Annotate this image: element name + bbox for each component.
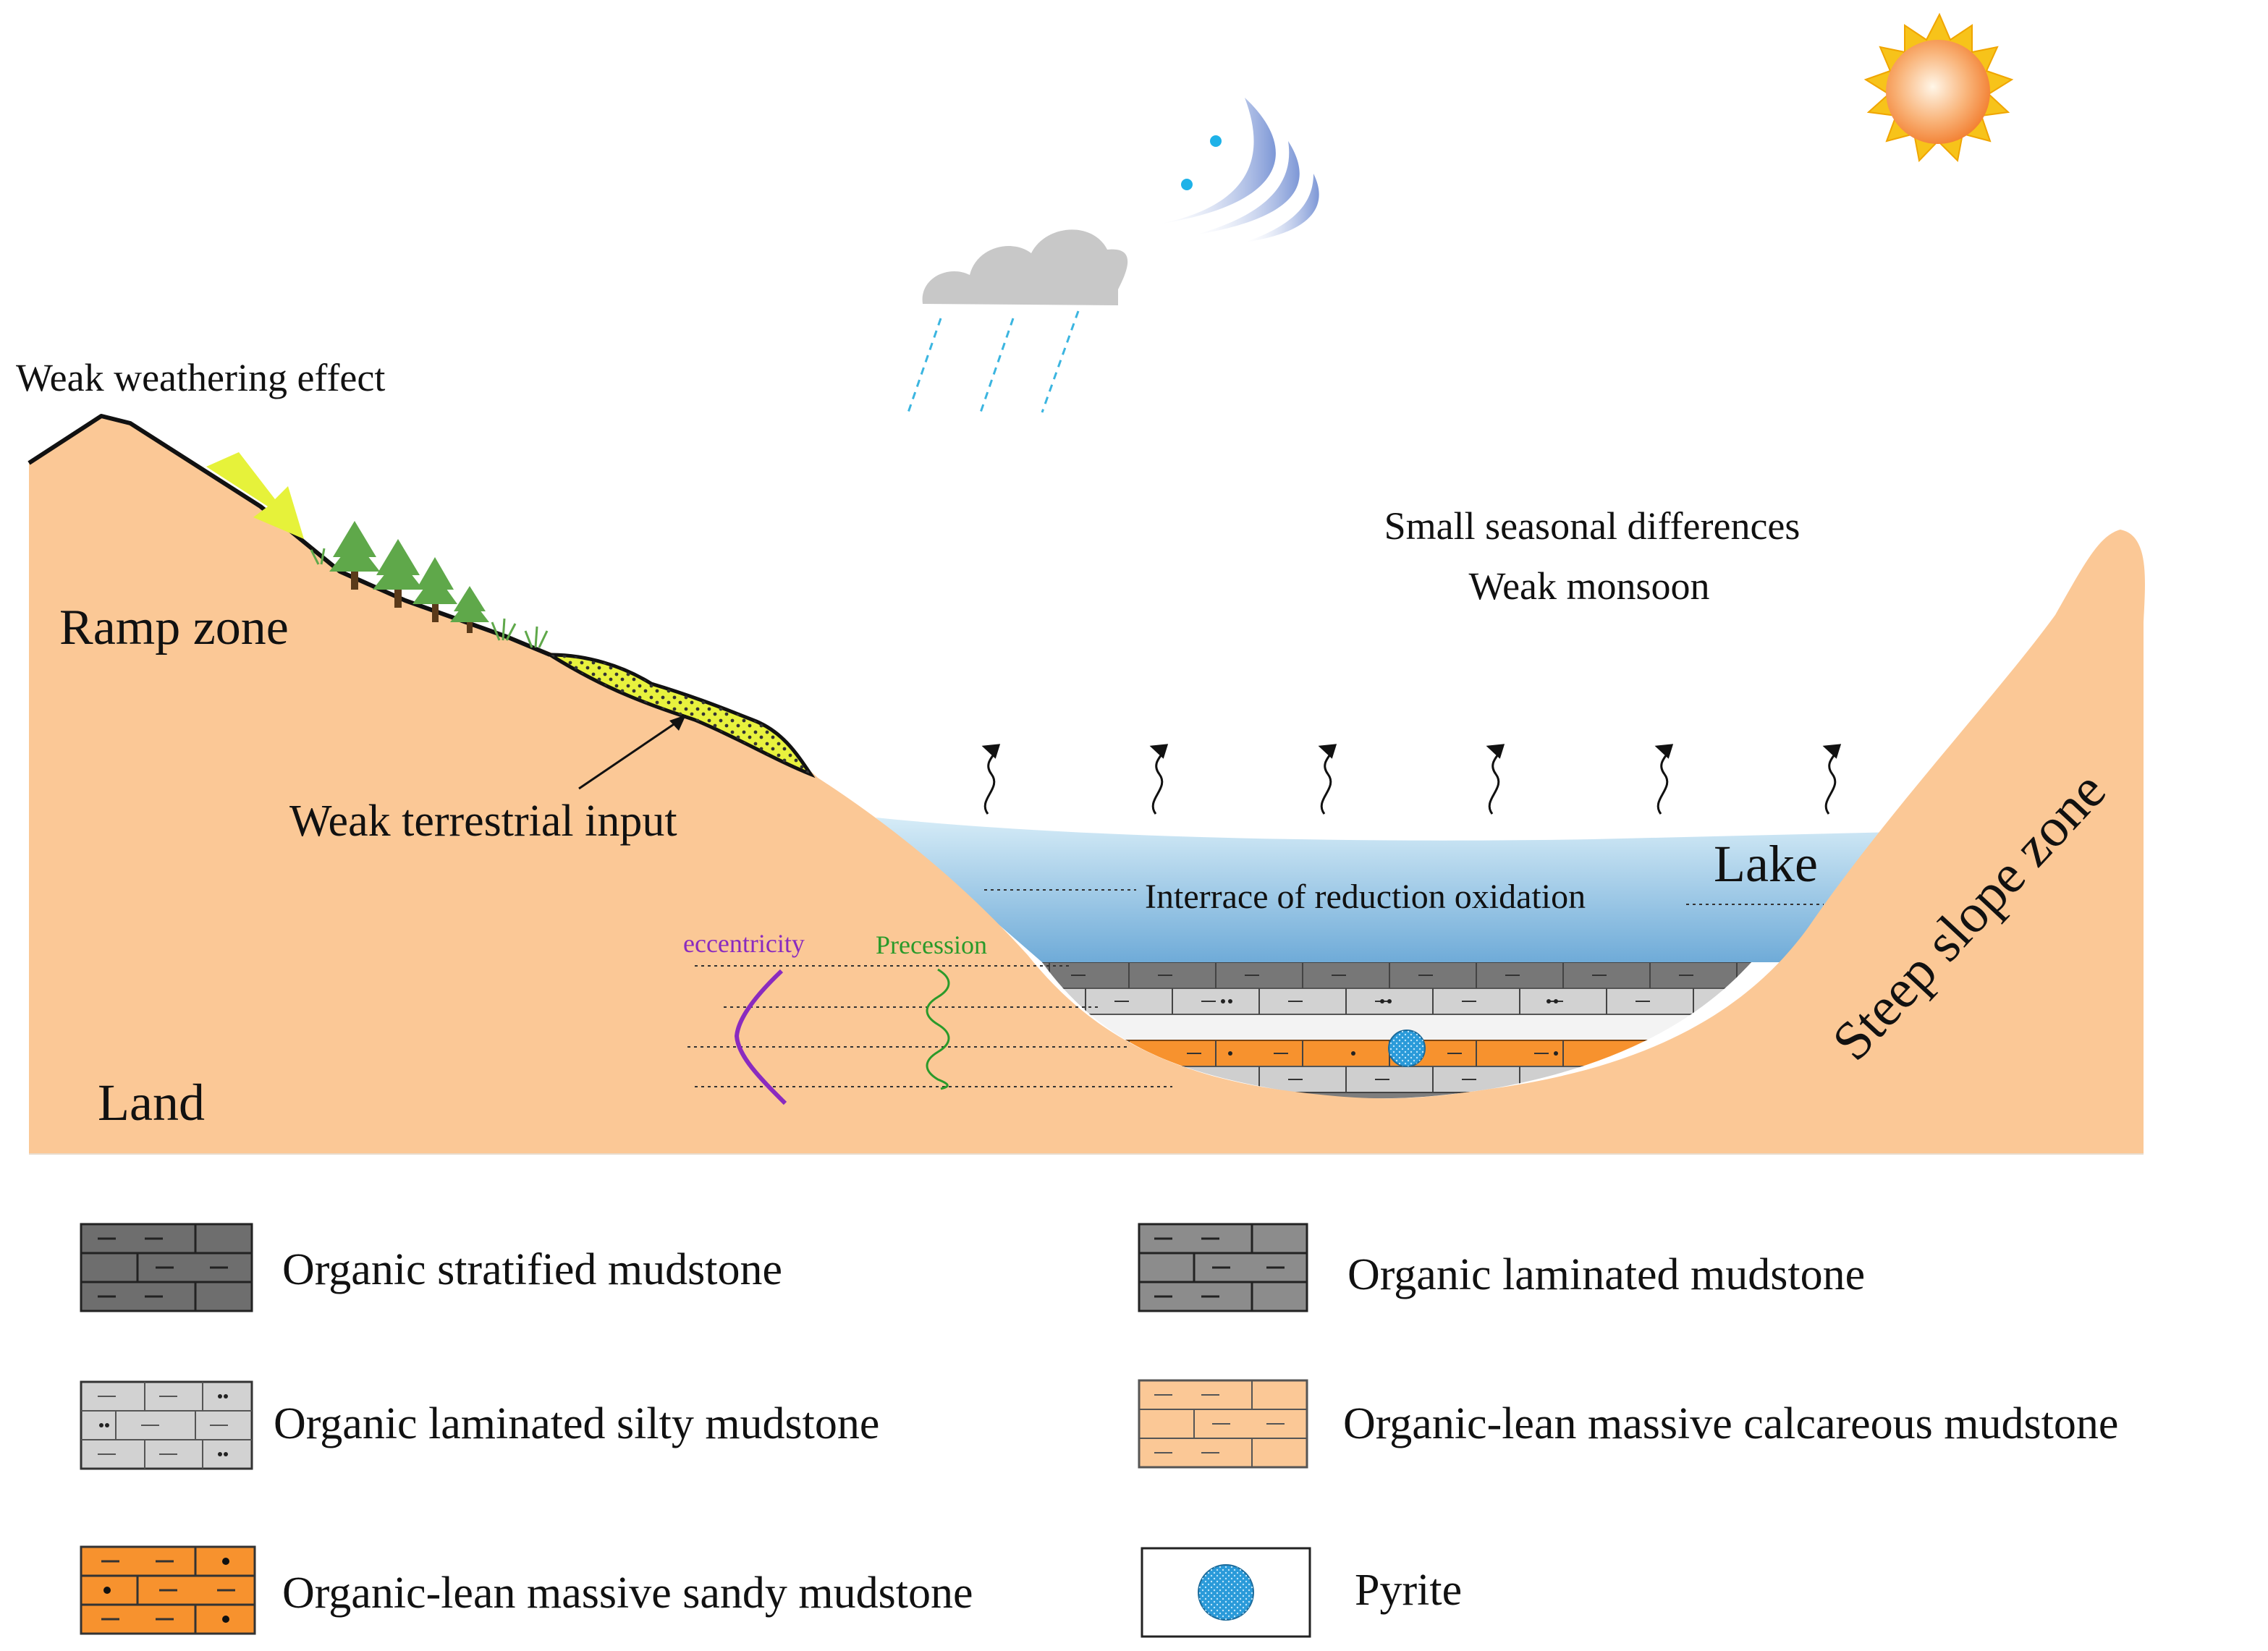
evaporation-arrows [981,744,1842,815]
weathering-label: Weak weathering effect [16,356,385,399]
legend-swatch-calcareous [1138,1379,1308,1469]
terrestrial-input-label: Weak terrestrial input [289,797,677,846]
precession-label: Precession [876,930,987,959]
legend-swatch-laminated [1138,1223,1308,1312]
lake-water [876,818,1896,962]
ridge-line [27,414,551,657]
legend-swatch-silty [80,1380,253,1470]
legend-label-silty: Organic laminated silty mudstone [274,1399,879,1448]
interface-label: Interrace of reduction oxidation [1145,878,1586,916]
legend-label-sandy: Organic-lean massive sandy mudstone [282,1569,973,1618]
eccentricity-label: eccentricity [683,929,805,958]
seasonal-label: Small seasonal differences [1384,504,1801,548]
legend-label-pyrite: Pyrite [1355,1566,1462,1615]
terrestrial-input-pointer [578,718,681,790]
lake-label: Lake [1714,835,1818,893]
legend-label-calcareous: Organic-lean massive calcareous mudstone [1343,1399,2118,1448]
legend-label-laminated: Organic laminated mudstone [1347,1250,1865,1299]
precession-curve [926,968,950,1090]
tree-icon [412,557,457,622]
tree-group [310,521,549,648]
legend-swatch-stratified [80,1223,253,1312]
legend-swatch-sandy [80,1545,256,1635]
monsoon-label: Weak monsoon [1468,564,1709,608]
tree-icon [373,539,423,608]
wind-icon [1158,98,1319,242]
rain-cloud-icon [907,229,1128,413]
ramp-zone-label: Ramp zone [59,600,289,655]
sun-icon [1863,12,2014,163]
tree-icon [450,586,489,633]
land-body [29,416,2145,1154]
reference-lines [687,889,1824,1087]
tree-icon [329,521,380,590]
legend-label-stratified: Organic stratified mudstone [282,1245,782,1294]
weathering-arrow-icon [206,452,304,539]
land-label: Land [98,1074,205,1132]
legend: Organic stratified mudstone Organic lami… [80,1223,2118,1638]
eccentricity-curve [734,969,787,1105]
legend-swatch-pyrite [1141,1547,1311,1638]
